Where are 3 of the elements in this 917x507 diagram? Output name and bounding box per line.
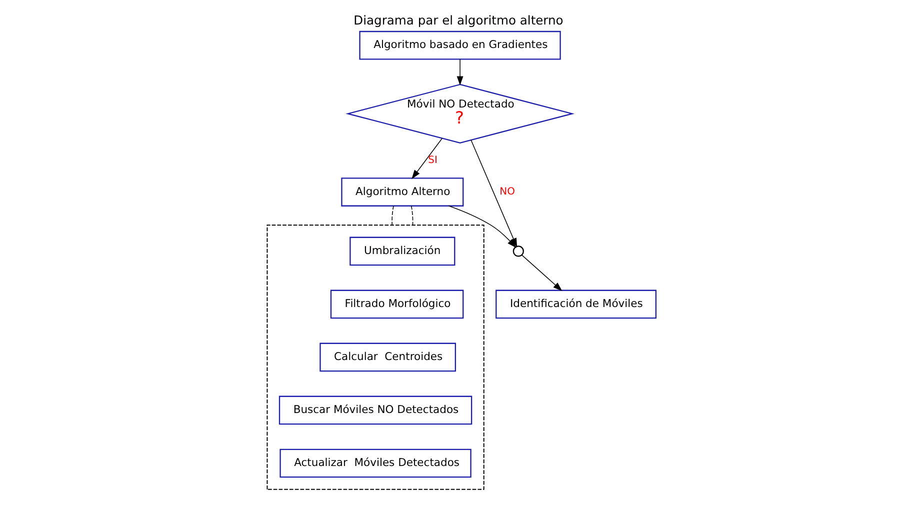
edge-label: SI — [428, 155, 438, 166]
edge-label: NO — [500, 186, 515, 198]
diagram-title: Diagrama par el algoritmo alterno — [354, 13, 564, 28]
